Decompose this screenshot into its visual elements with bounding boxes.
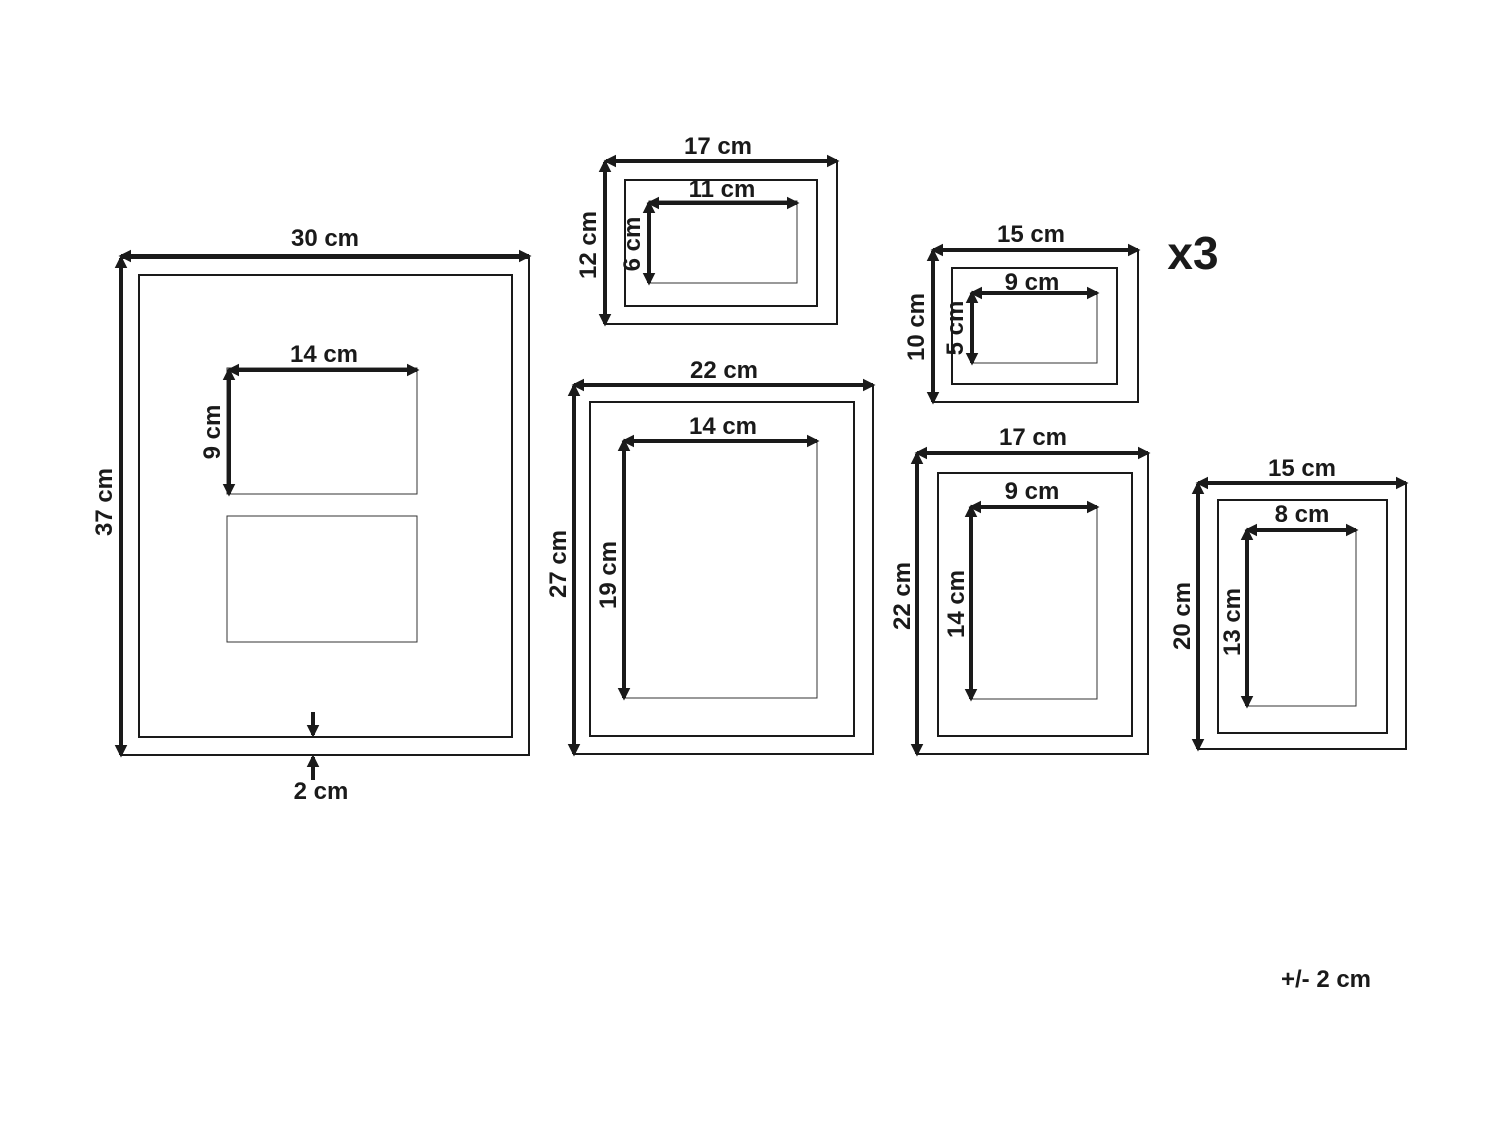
height-label: 20 cm [1169, 582, 1196, 650]
photo-height-label: 13 cm [1219, 588, 1246, 656]
photo-height-label: 19 cm [595, 541, 622, 609]
photo-height-label: 6 cm [619, 217, 646, 272]
photo-width-label: 8 cm [1275, 501, 1330, 528]
height-label: 12 cm [575, 211, 602, 279]
height-label: 37 cm [91, 468, 118, 536]
frame-outer [120, 257, 530, 756]
photo-opening-top [226, 367, 418, 495]
width-label: 30 cm [291, 225, 359, 252]
photo-opening-bottom [226, 515, 418, 643]
quantity-label: x3 [1167, 227, 1218, 279]
photo-width-label: 11 cm [689, 176, 756, 203]
frame-inner [1217, 499, 1388, 734]
photo-width-label: 9 cm [1005, 269, 1060, 296]
frame-15x20: 15 cm 20 cm 8 cm 13 cm [1169, 455, 1409, 752]
photo-width-label: 14 cm [689, 413, 757, 440]
frame-17x12: 17 cm 12 cm 11 cm 6 cm [575, 133, 840, 327]
photo-height-label: 5 cm [942, 301, 969, 356]
photo-opening [1246, 529, 1357, 707]
photo-opening [970, 506, 1098, 700]
frame-inner [951, 267, 1118, 385]
photo-opening [623, 440, 818, 699]
border-label: 2 cm [294, 778, 349, 805]
tolerance-note: +/- 2 cm [1281, 966, 1371, 993]
height-label: 27 cm [545, 530, 572, 598]
width-label: 22 cm [690, 357, 758, 384]
photo-height-label: 9 cm [199, 405, 226, 460]
photo-width-label: 14 cm [290, 341, 358, 368]
photo-height-label: 14 cm [943, 570, 970, 638]
photo-opening [648, 200, 798, 284]
frame-22x27: 22 cm 27 cm 14 cm 19 cm [545, 357, 876, 757]
frame-15x10: 15 cm 10 cm 9 cm 5 cm x3 [903, 221, 1219, 405]
frame-inner [138, 274, 513, 738]
photo-width-label: 9 cm [1005, 478, 1060, 505]
height-label: 10 cm [903, 293, 930, 361]
frame-17x22: 17 cm 22 cm 9 cm 14 cm [889, 424, 1151, 757]
width-label: 17 cm [684, 133, 752, 160]
frame-inner [589, 401, 855, 737]
frame-30x37: 30 cm 37 cm 14 cm 9 cm 2 cm [91, 225, 532, 805]
frame-inner [937, 472, 1133, 737]
photo-opening [971, 291, 1098, 364]
frame-inner [624, 179, 818, 307]
height-label: 22 cm [889, 562, 916, 630]
width-label: 17 cm [999, 424, 1067, 451]
width-label: 15 cm [1268, 455, 1336, 482]
width-label: 15 cm [997, 221, 1065, 248]
